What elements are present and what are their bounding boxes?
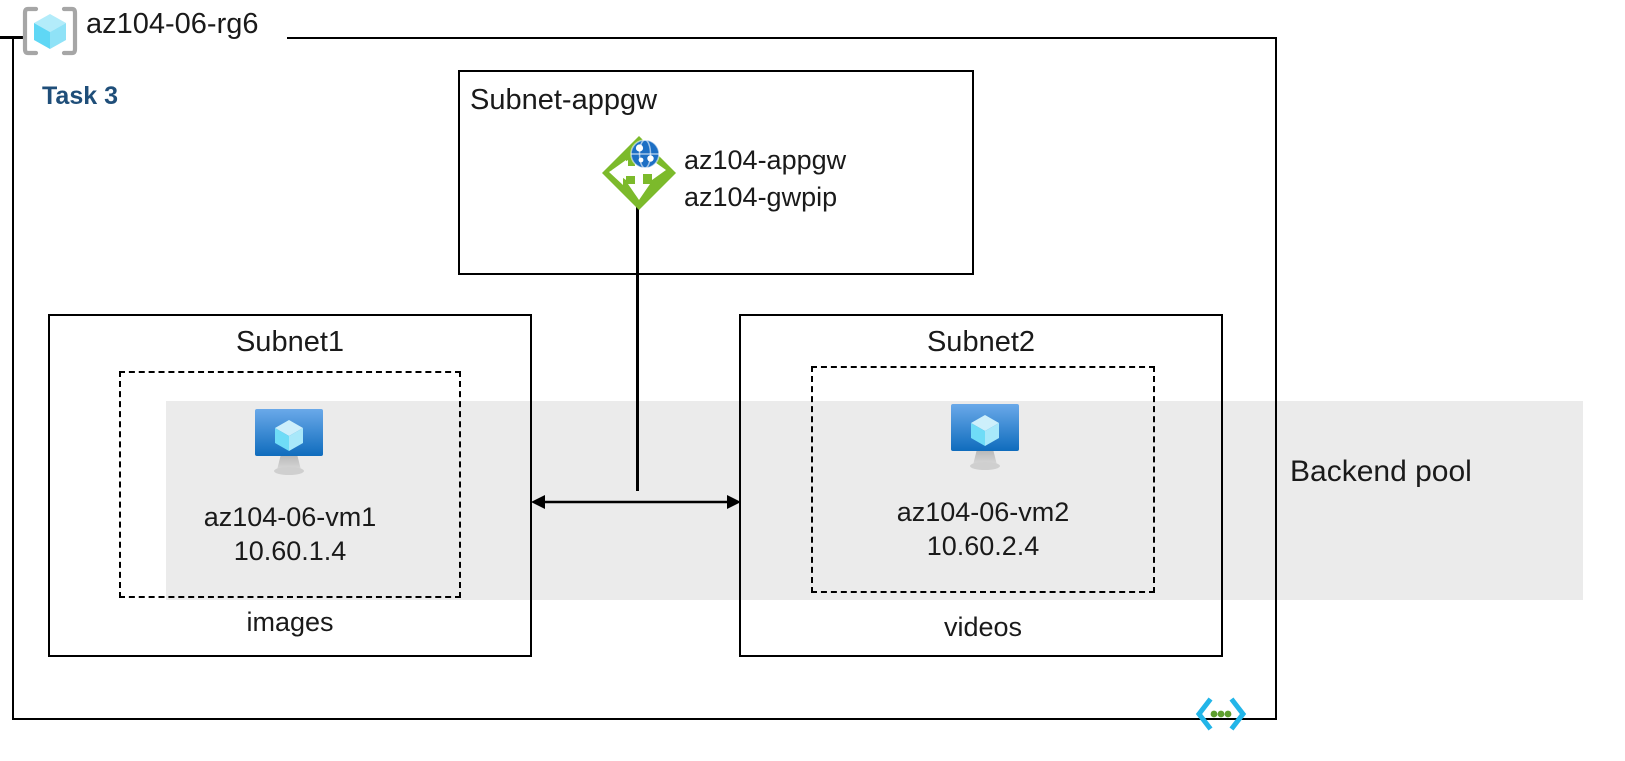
vm1-ip: 10.60.1.4 — [233, 536, 347, 566]
appgw-pip-name: az104-gwpip — [684, 182, 838, 212]
resource-group-title: az104-06-rg6 — [86, 8, 259, 40]
appgw-name: az104-appgw — [684, 145, 847, 175]
subnet1-subnet2-arrow — [531, 489, 741, 515]
subnet2-title: Subnet2 — [926, 326, 1036, 358]
subnet-appgw-title: Subnet-appgw — [470, 84, 658, 116]
task-label: Task 3 — [42, 82, 118, 110]
backend-pool-band — [166, 401, 1583, 600]
vm1-name: az104-06-vm1 — [203, 502, 377, 532]
application-gateway-icon — [600, 134, 678, 212]
virtual-machine-icon — [251, 404, 327, 478]
subnet1-under-label: images — [246, 607, 334, 637]
resource-group-title-gap — [22, 29, 287, 47]
application-gateway-labels: az104-appgw az104-gwpip — [684, 142, 846, 216]
vm1-labels: az104-06-vm1 10.60.1.4 — [119, 500, 461, 568]
subnet2-box — [739, 314, 1223, 657]
subnet1-dashed-group — [119, 371, 461, 598]
backend-pool-label: Backend pool — [1290, 455, 1472, 488]
subnet-appgw-box — [458, 70, 974, 275]
vm2-labels: az104-06-vm2 10.60.2.4 — [811, 495, 1155, 563]
appgw-to-subnets-connector — [636, 206, 639, 491]
resource-group-border-stub — [0, 36, 24, 39]
virtual-machine-icon — [947, 399, 1023, 473]
resource-group-container — [12, 37, 1277, 720]
subnet1-title: Subnet1 — [235, 326, 345, 358]
vm2-name: az104-06-vm2 — [896, 497, 1070, 527]
subnet2-under-label: videos — [943, 612, 1023, 642]
subnet2-dashed-group — [811, 366, 1155, 593]
resource-group-icon — [22, 6, 78, 56]
vnet-code-brackets-icon — [1195, 697, 1247, 731]
vm2-ip: 10.60.2.4 — [926, 531, 1040, 561]
subnet1-box — [48, 314, 532, 657]
